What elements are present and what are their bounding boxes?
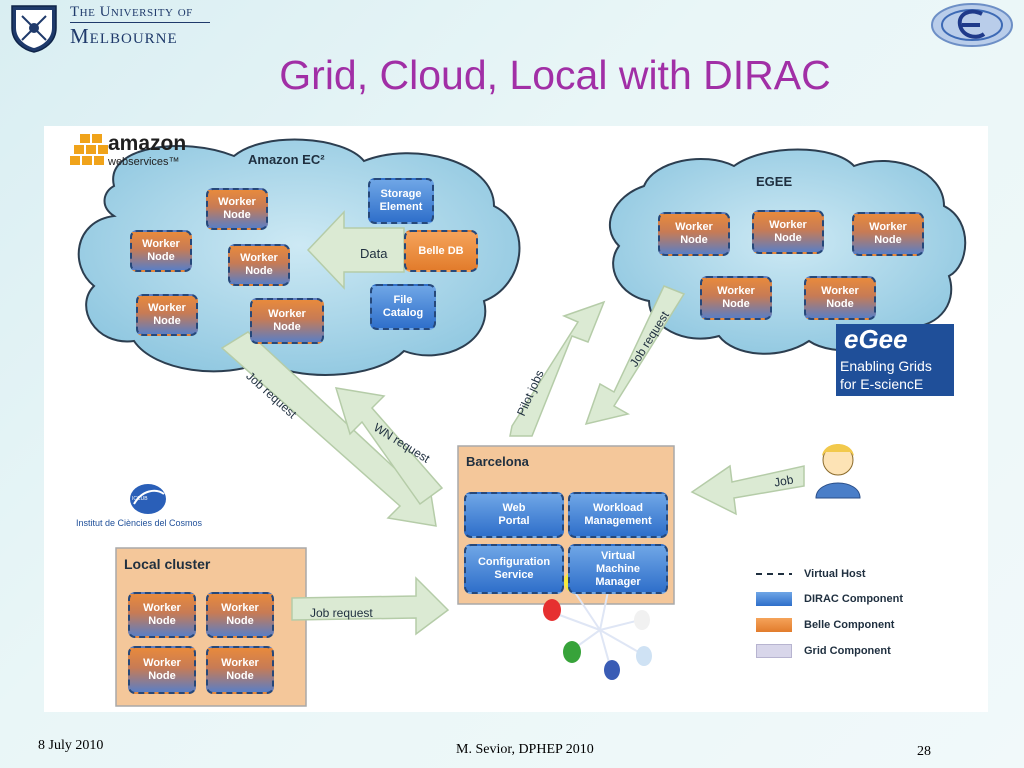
amazon-logo-word: amazon: [108, 132, 187, 155]
dirac-logo-icon: [931, 3, 1013, 47]
university-name-line1: The University of: [70, 4, 193, 20]
legend-virtual-host: Virtual Host: [804, 568, 866, 580]
egee-worker-node: Worker Node: [752, 210, 824, 254]
iccub-label: Institut de Ciències del Cosmos: [76, 518, 203, 528]
footer-date: 8 July 2010: [38, 738, 104, 753]
job-request-local-label: Job request: [310, 606, 373, 620]
barcelona-title: Barcelona: [466, 454, 529, 469]
egee-worker-node: Worker Node: [804, 276, 876, 320]
user-person-icon: [815, 444, 861, 499]
local-cluster-title: Local cluster: [124, 556, 211, 572]
amazon-worker-node: Worker Node: [206, 188, 268, 230]
footer-author: M. Sevior, DPHEP 2010: [456, 742, 594, 757]
egee-logo-line1: Enabling Grids: [840, 358, 932, 374]
legend-dirac-swatch: [756, 592, 792, 606]
iccub-badge-text: ICCUB: [132, 496, 148, 502]
legend-belle-swatch: [756, 618, 792, 632]
data-arrow-label: Data: [360, 246, 388, 261]
data-arrow: [306, 210, 405, 290]
job-request-amazon-arrow: [220, 331, 437, 527]
amazon-worker-node: Worker Node: [228, 244, 290, 286]
legend-grid-swatch: [756, 644, 792, 658]
amazon-worker-node: Worker Node: [250, 298, 324, 344]
amazon-boxes-icon: [70, 134, 110, 165]
job-request-local-arrow: [291, 576, 450, 636]
job-request-egee-arrow: [584, 285, 686, 426]
local-worker-node: Worker Node: [206, 646, 274, 694]
egee-worker-node: Worker Node: [852, 212, 924, 256]
amazon-ec2-label: Amazon EC²: [248, 152, 325, 167]
egee-worker-node: Worker Node: [700, 276, 772, 320]
legend-dirac-component: DIRAC Component: [804, 593, 903, 605]
egee-worker-node: Worker Node: [658, 212, 730, 256]
web-portal-node: Web Portal: [464, 492, 564, 538]
pilot-jobs-arrow: [509, 300, 606, 437]
egee-label: EGEE: [756, 174, 793, 189]
university-name-line2: Melbourne: [70, 24, 178, 48]
amazon-logo-sub: webservices™: [108, 156, 180, 168]
footer-page-number: 28: [917, 744, 931, 759]
local-worker-node: Worker Node: [128, 592, 196, 638]
storage-element-node: Storage Element: [368, 178, 434, 224]
diagram-panel: amazon webservices™ Amazon EC² Worker No…: [44, 126, 988, 712]
legend-grid-component: Grid Component: [804, 645, 891, 657]
workload-management-node: Workload Management: [568, 492, 668, 538]
configuration-service-node: Configuration Service: [464, 544, 564, 594]
wn-request-arrow: [334, 387, 444, 506]
file-catalog-node: File Catalog: [370, 284, 436, 330]
amazon-worker-node: Worker Node: [136, 294, 198, 336]
egee-logo-word: eGee: [844, 324, 908, 354]
university-name-rule: [70, 22, 210, 23]
belle-db-node: Belle DB: [404, 230, 478, 272]
university-crest-icon: [11, 5, 57, 53]
virtual-machine-manager-node: Virtual Machine Manager: [568, 544, 668, 594]
job-arrow: [690, 464, 805, 516]
slide-title: Grid, Cloud, Local with DIRAC: [279, 52, 831, 98]
egee-logo: eGee Enabling Grids for E-sciencE: [836, 324, 954, 396]
legend-belle-component: Belle Component: [804, 619, 895, 631]
egee-logo-line2: for E-sciencE: [840, 376, 924, 392]
iccub-logo-icon: [130, 484, 166, 514]
local-worker-node: Worker Node: [128, 646, 196, 694]
local-worker-node: Worker Node: [206, 592, 274, 638]
amazon-worker-node: Worker Node: [130, 230, 192, 272]
